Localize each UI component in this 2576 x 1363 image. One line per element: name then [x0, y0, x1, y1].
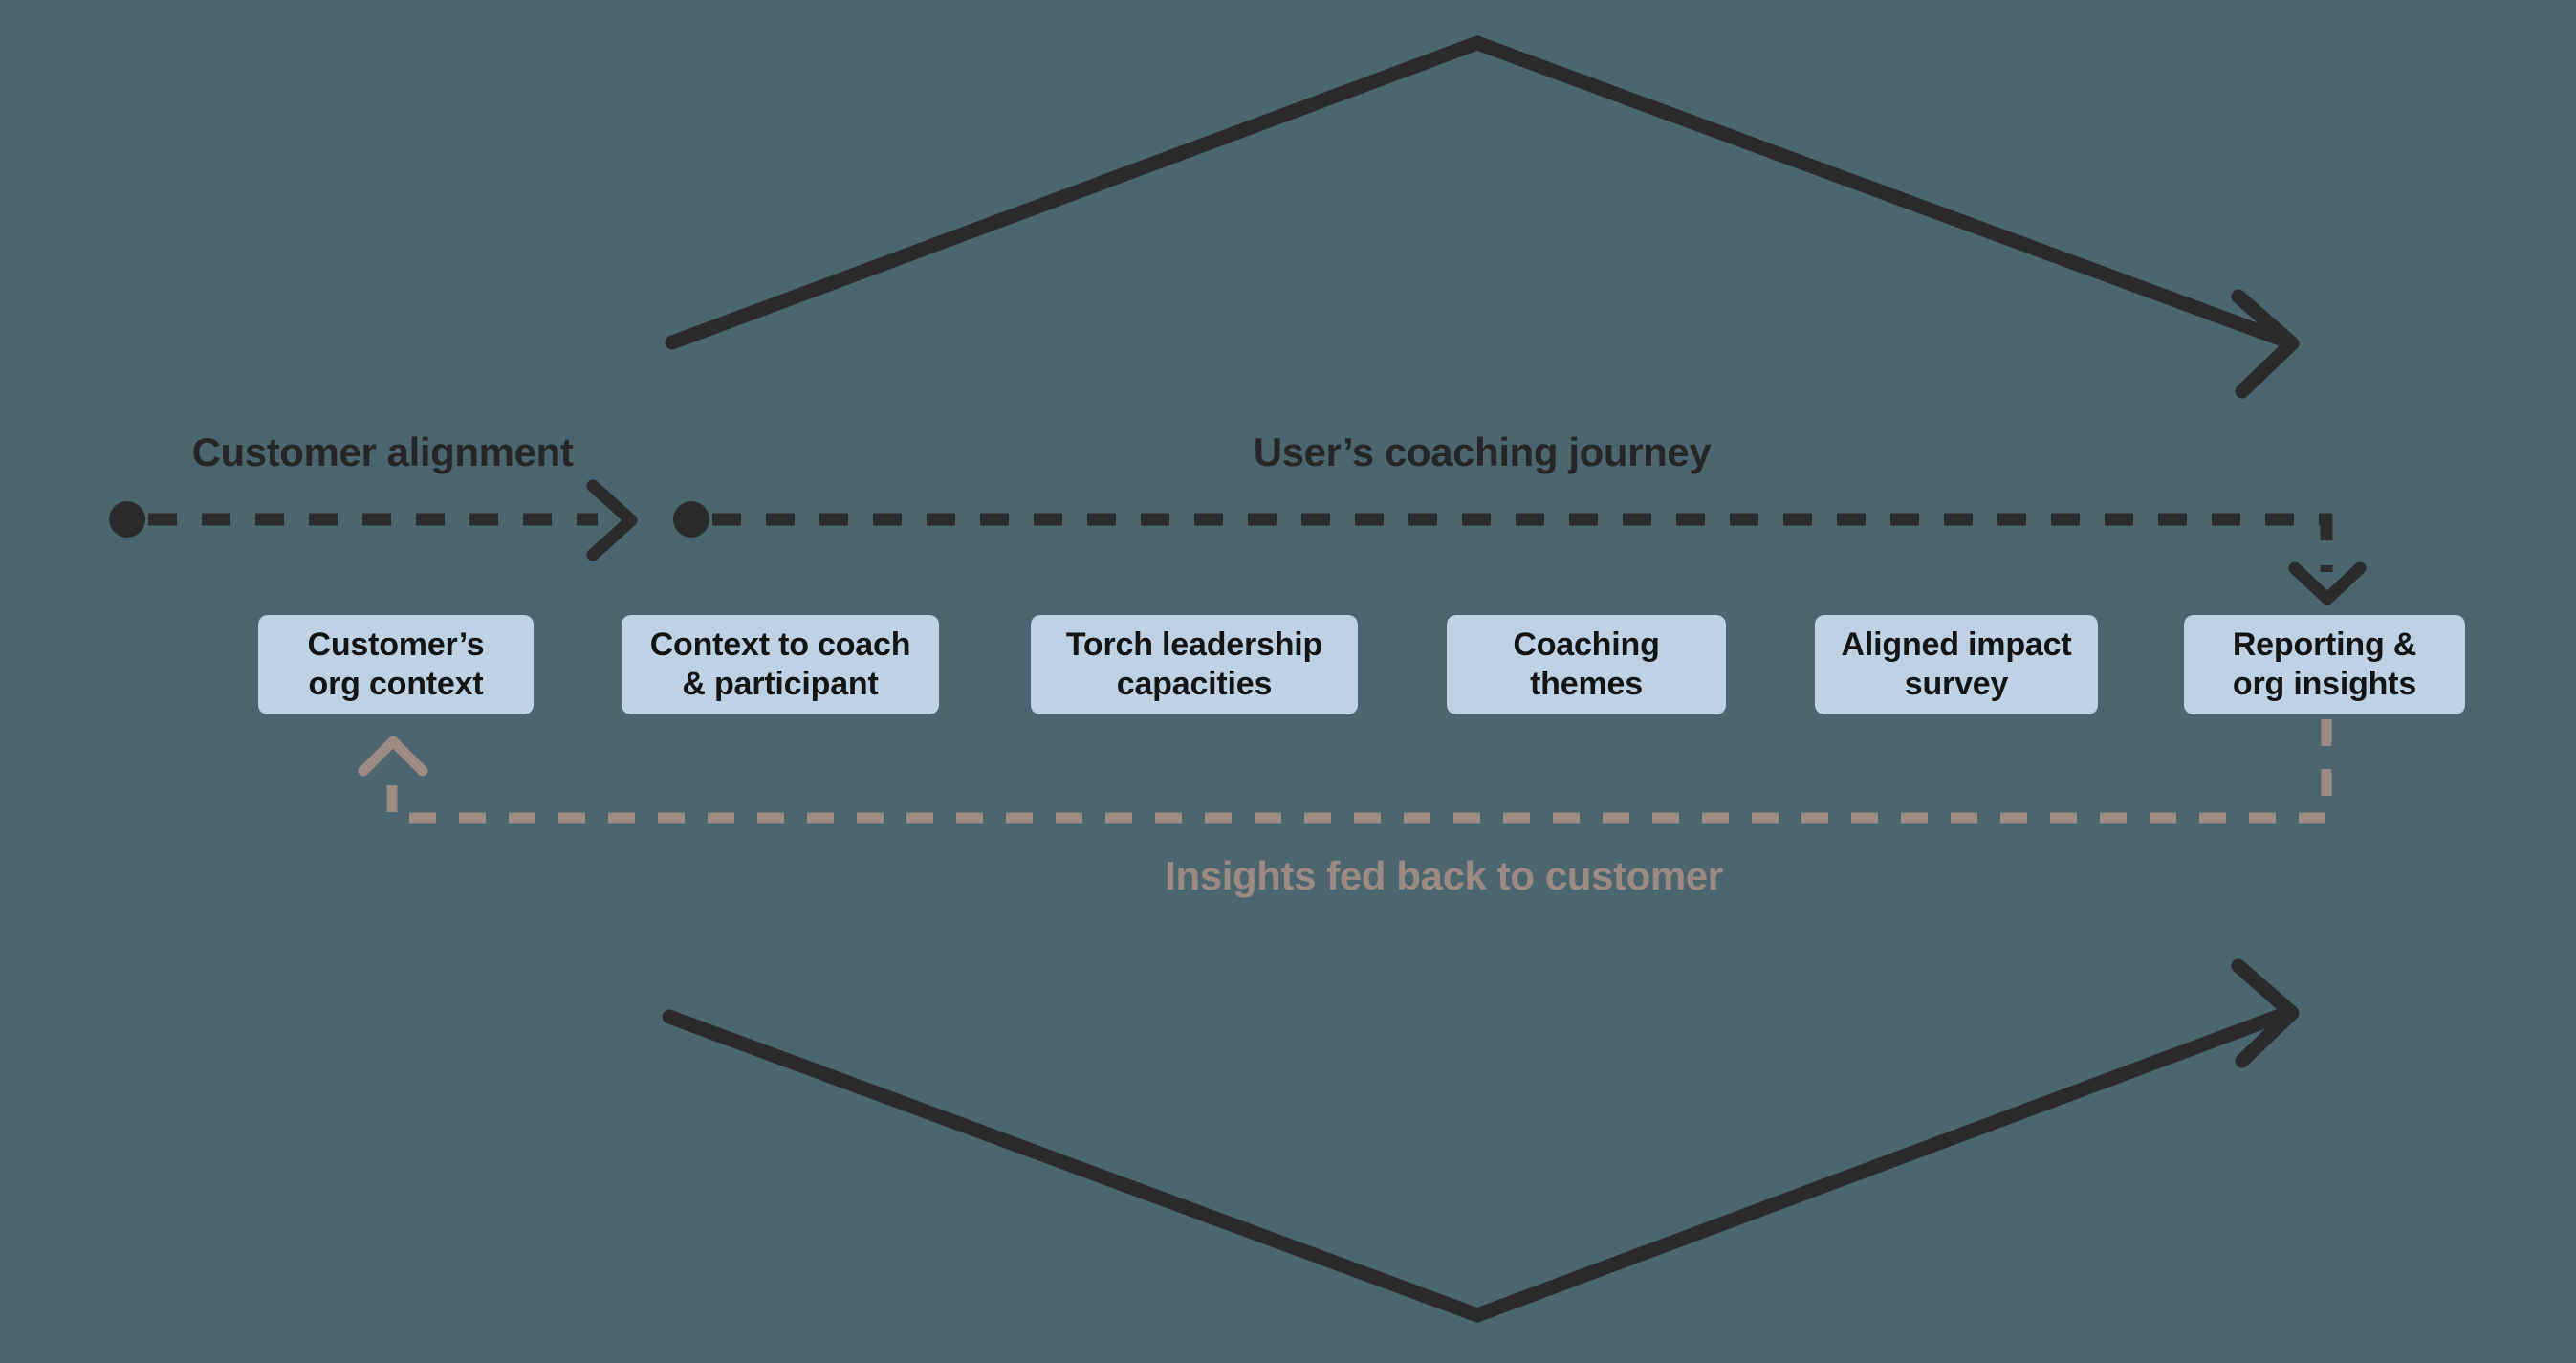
- chevron-up-icon: [358, 736, 428, 777]
- insights-feedback-dashed-connector: [358, 719, 2332, 824]
- stage-box-label: Coaching themes: [1513, 626, 1660, 702]
- top-loop-arrow: [665, 35, 2300, 399]
- start-dot-icon: [673, 501, 709, 538]
- stage-box-customers-org-context[interactable]: Customer’s org context: [258, 615, 534, 714]
- stage-box-label: Torch leadership capacities: [1065, 626, 1323, 702]
- customer-alignment-dashed-connector: [109, 479, 638, 561]
- coaching-journey-dashed-connector: [673, 501, 2367, 605]
- stage-box-aligned-impact-survey[interactable]: Aligned impact survey: [1815, 615, 2098, 714]
- bottom-loop-arrow: [662, 958, 2300, 1323]
- stage-box-context-to-coach[interactable]: Context to coach & participant: [622, 615, 939, 714]
- stage-box-torch-leadership-capacities[interactable]: Torch leadership capacities: [1031, 615, 1358, 714]
- stage-box-label: Aligned impact survey: [1841, 626, 2072, 702]
- lane-label-coaching-journey: User’s coaching journey: [1253, 429, 1712, 474]
- chevron-right-icon: [586, 479, 638, 561]
- stage-box-label: Customer’s org context: [307, 626, 485, 702]
- lane-label-customer-alignment: Customer alignment: [191, 429, 574, 474]
- start-dot-icon: [109, 501, 145, 538]
- stage-box-coaching-themes[interactable]: Coaching themes: [1447, 615, 1726, 714]
- feedback-caption: Insights fed back to customer: [1165, 853, 1723, 898]
- stage-box-label: Context to coach & participant: [649, 626, 911, 702]
- stage-box-row: Customer’s org context Context to coach …: [0, 615, 2576, 714]
- stage-box-label: Reporting & org insights: [2232, 626, 2417, 702]
- stage-box-reporting-org-insights[interactable]: Reporting & org insights: [2184, 615, 2465, 714]
- chevron-down-icon: [2288, 561, 2367, 605]
